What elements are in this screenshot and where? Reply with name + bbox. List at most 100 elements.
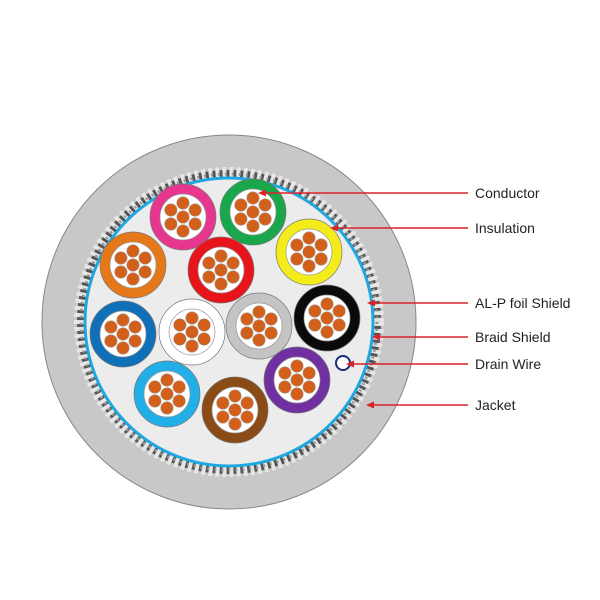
conductor-strand: [252, 333, 266, 347]
insulated-core: [201, 376, 269, 444]
arrowhead-icon: [366, 401, 374, 409]
conductor-strand: [264, 312, 278, 326]
conductor-strand: [173, 318, 187, 332]
conductor-strand: [214, 249, 228, 263]
conductor-strand: [185, 325, 199, 339]
conductor-strand: [240, 326, 254, 340]
insulated-core: [225, 292, 293, 360]
conductor-strand: [228, 417, 242, 431]
conductor-strand: [302, 366, 316, 380]
conductor-strand: [214, 277, 228, 291]
conductor-strand: [226, 270, 240, 284]
conductor-strand: [240, 396, 254, 410]
arrowhead-icon: [330, 224, 338, 232]
insulated-core: [149, 183, 217, 251]
conductor-strand: [216, 410, 230, 424]
conductor-strand: [160, 387, 174, 401]
conductor-strand: [172, 394, 186, 408]
arrowhead-icon: [346, 360, 354, 368]
conductor-strand: [188, 217, 202, 231]
drain-wire: [335, 355, 351, 371]
conductor-strand: [214, 263, 228, 277]
conductor-strand: [226, 256, 240, 270]
conductor-strand: [320, 311, 334, 325]
conductor-strand: [114, 251, 128, 265]
al-p-foil-shield-label: AL-P foil Shield: [475, 295, 570, 311]
conductor-strand: [128, 334, 142, 348]
conductor-strand: [302, 231, 316, 245]
conductor-strand: [176, 196, 190, 210]
conductor-strand: [138, 265, 152, 279]
conductor-strand: [240, 410, 254, 424]
conductor-strand: [290, 238, 304, 252]
insulated-core: [263, 346, 331, 414]
braid-shield-label: Braid Shield: [475, 329, 551, 345]
insulated-core: [99, 231, 167, 299]
insulated-core: [275, 218, 343, 286]
conductor-strand: [176, 224, 190, 238]
conductor-strand: [240, 312, 254, 326]
cores: [89, 178, 361, 444]
conductor-strand: [197, 332, 211, 346]
conductor-strand: [302, 380, 316, 394]
insulated-core: [133, 360, 201, 428]
conductor-strand: [104, 320, 118, 334]
conductor-strand: [302, 245, 316, 259]
conductor-strand: [202, 270, 216, 284]
conductor-strand: [126, 244, 140, 258]
conductor-strand: [320, 297, 334, 311]
conductor-strand: [185, 339, 199, 353]
conductor-strand: [246, 219, 260, 233]
conductor-strand: [302, 259, 316, 273]
conductor-strand: [216, 396, 230, 410]
conductor-strand: [160, 401, 174, 415]
conductor-strand: [104, 334, 118, 348]
conductor-strand: [116, 341, 130, 355]
conductor-strand: [128, 320, 142, 334]
insulated-core: [219, 178, 287, 246]
conductor-label: Conductor: [475, 185, 540, 201]
insulated-core: [158, 298, 226, 366]
conductor-strand: [114, 265, 128, 279]
conductor-strand: [314, 238, 328, 252]
conductor-strand: [164, 203, 178, 217]
conductor-strand: [138, 251, 152, 265]
conductor-strand: [197, 318, 211, 332]
conductor-strand: [246, 205, 260, 219]
conductor-strand: [148, 394, 162, 408]
conductor-strand: [228, 403, 242, 417]
conductor-strand: [164, 217, 178, 231]
conductor-strand: [332, 318, 346, 332]
insulation-label: Insulation: [475, 220, 535, 236]
conductor-strand: [126, 258, 140, 272]
conductor-strand: [314, 252, 328, 266]
conductor-strand: [228, 389, 242, 403]
conductor-strand: [116, 313, 130, 327]
conductor-strand: [278, 380, 292, 394]
insulated-core: [89, 300, 157, 368]
conductor-strand: [185, 311, 199, 325]
conductor-strand: [252, 319, 266, 333]
conductor-strand: [332, 304, 346, 318]
conductor-strand: [252, 305, 266, 319]
conductor-strand: [172, 380, 186, 394]
arrowhead-icon: [367, 299, 375, 307]
conductor-strand: [290, 252, 304, 266]
conductor-strand: [290, 373, 304, 387]
conductor-strand: [308, 318, 322, 332]
conductor-strand: [234, 198, 248, 212]
arrowhead-icon: [372, 333, 380, 341]
conductor-strand: [278, 366, 292, 380]
insulated-core: [187, 236, 255, 304]
insulated-core: [293, 284, 361, 352]
conductor-strand: [173, 332, 187, 346]
conductor-strand: [148, 380, 162, 394]
drain-wire-label: Drain Wire: [475, 356, 541, 372]
conductor-strand: [258, 212, 272, 226]
conductor-strand: [258, 198, 272, 212]
conductor-strand: [320, 325, 334, 339]
conductor-strand: [264, 326, 278, 340]
arrowhead-icon: [258, 189, 266, 197]
